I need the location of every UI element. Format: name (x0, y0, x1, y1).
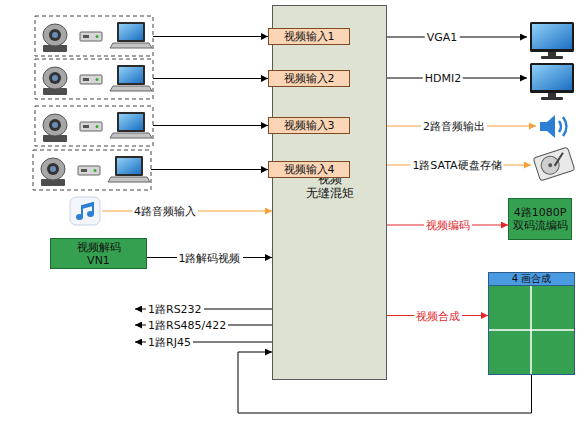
edge-label: 1路解码视频 (177, 251, 243, 264)
grid-line (489, 329, 574, 331)
signal-label: 1路RS232 (146, 303, 204, 316)
input-box: 视频输入1 (268, 28, 350, 45)
disk-case (533, 147, 575, 181)
source-group (35, 16, 153, 56)
sound-wave (563, 117, 567, 136)
signal-label: 4路音频输入 (132, 205, 198, 218)
source-group (33, 150, 151, 190)
note-head (76, 214, 83, 220)
signal-label: 1路RJ45 (146, 336, 193, 349)
sound-wave (559, 121, 561, 132)
node-text: 视频输入2 (284, 71, 335, 86)
node-text: 4 画合成 (489, 273, 574, 286)
signal-label: VGA1 (425, 31, 460, 44)
disk-spindle (548, 163, 553, 168)
monitor-icon (530, 22, 574, 59)
input-box: 视频输入2 (268, 70, 350, 87)
input-box: 视频输入4 (268, 161, 350, 178)
note-beam (82, 202, 93, 209)
edge-label: 视频合成 (414, 309, 462, 322)
note-head (87, 211, 94, 217)
node-text: 视频输入3 (284, 118, 335, 133)
encoder-box: 4路1080P 双码流编码 (508, 198, 572, 240)
source-group (35, 106, 153, 146)
signal-label: HDMI2 (423, 72, 463, 85)
node-text: 视频输入1 (284, 29, 335, 44)
signal-label: 1路RS485/422 (146, 319, 228, 332)
monitor-icon (530, 63, 574, 100)
signal-label: 1路SATA硬盘存储 (410, 159, 503, 172)
signal-label: 2路音频输出 (421, 120, 487, 133)
input-box: 视频输入3 (268, 117, 350, 134)
speaker-body (540, 122, 547, 131)
source-group (35, 59, 153, 99)
music-icon (70, 197, 100, 225)
node-text: 视频输入4 (284, 162, 335, 177)
edge-label: 视频编码 (424, 219, 472, 232)
input-arrow (153, 125, 268, 126)
speaker-cone (547, 115, 555, 138)
node-text: 4路1080P 双码流编码 (512, 206, 568, 232)
input-arrow (151, 169, 268, 170)
disk-platter (539, 154, 562, 177)
speaker-icon (540, 115, 567, 138)
decoder-box: 视频解码 VN1 (50, 238, 147, 269)
composite-box: 4 画合成 (488, 272, 575, 375)
icon-tile (70, 197, 100, 225)
disk-arm (552, 153, 567, 166)
disk-icon (533, 147, 575, 181)
node-text: 视频解码 VN1 (69, 241, 129, 267)
matrix-box: 视频 无缝混矩视频输入1视频输入2视频输入3视频输入4 (272, 5, 387, 380)
grid-line (530, 286, 532, 374)
input-arrow (153, 78, 268, 79)
input-arrow (153, 36, 268, 37)
